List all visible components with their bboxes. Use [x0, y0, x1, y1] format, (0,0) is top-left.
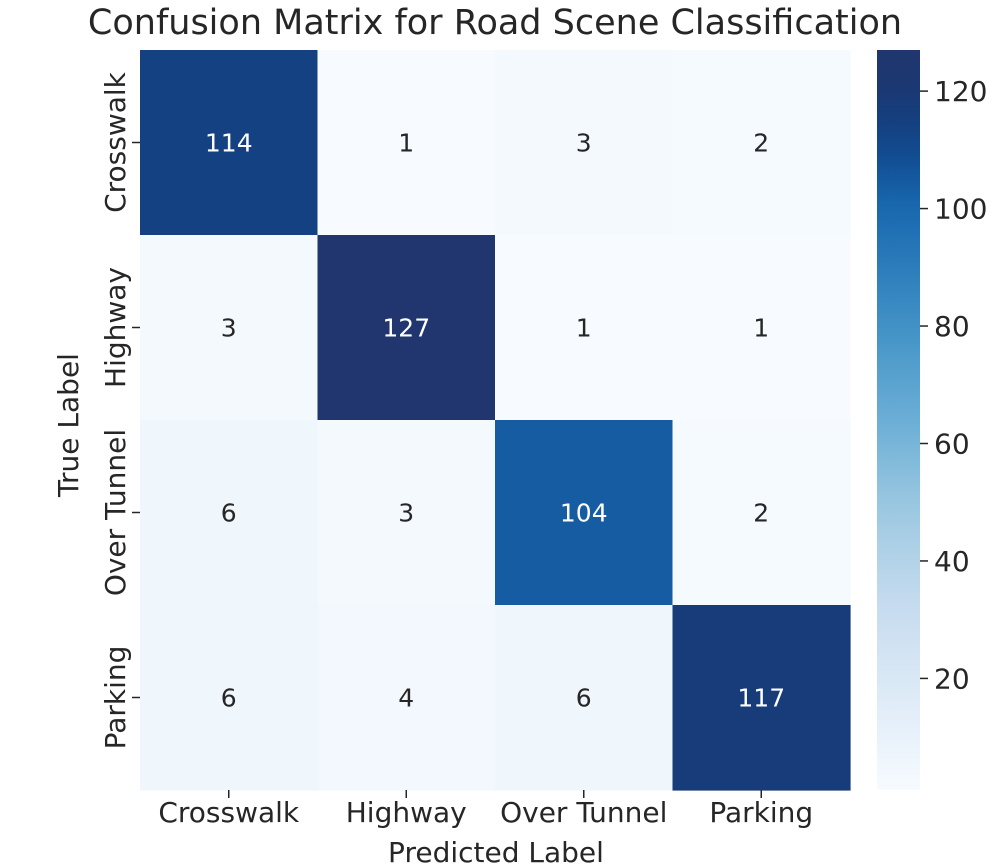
heatmap-cell-r3-c2	[495, 605, 674, 791]
cell-value-label: 127	[382, 314, 430, 343]
heatmap-cells	[140, 50, 851, 791]
heatmap-cell-r2-c3	[672, 420, 851, 606]
heatmap-cell-r1-c1	[317, 235, 496, 421]
cell-value-label: 6	[221, 499, 237, 528]
colorbar-tick-label: 60	[934, 427, 970, 460]
cell-value-label: 6	[221, 684, 237, 713]
heatmap-cell-r3-c0	[140, 605, 319, 791]
heatmap-cell-r2-c0	[140, 420, 319, 606]
colorbar-tick-label: 20	[934, 662, 970, 695]
heatmap-cell-r0-c1	[317, 50, 496, 236]
x-tick-label: Crosswalk	[158, 796, 300, 829]
y-tick-label: Over Tunnel	[99, 429, 132, 596]
heatmap-cell-r0-c2	[495, 50, 674, 236]
cell-value-label: 117	[737, 684, 785, 713]
x-axis-label: Predicted Label	[388, 836, 604, 868]
cell-value-label: 3	[221, 314, 237, 343]
x-tick-label: Highway	[346, 796, 467, 829]
colorbar-tick-label: 120	[934, 75, 987, 108]
y-tick-label: Highway	[99, 267, 132, 388]
cell-value-label: 3	[576, 129, 592, 158]
heatmap-cell-r2-c2	[495, 420, 674, 606]
cell-value-label: 2	[753, 129, 769, 158]
cell-value-label: 1	[753, 314, 769, 343]
cell-value-label: 2	[753, 499, 769, 528]
y-tick-label: Parking	[99, 646, 132, 750]
heatmap-cell-r1-c0	[140, 235, 319, 421]
cell-value-label: 1	[398, 129, 414, 158]
cell-value-label: 114	[205, 129, 253, 158]
colorbar-gradient	[877, 50, 920, 790]
cell-value-label: 6	[576, 684, 592, 713]
heatmap-cell-r0-c0	[140, 50, 319, 236]
heatmap-cell-r1-c2	[495, 235, 674, 421]
y-axis-label: True Label	[52, 353, 85, 498]
colorbar-tick-label: 40	[934, 545, 970, 578]
cell-value-label: 3	[398, 499, 414, 528]
heatmap-cell-r3-c1	[317, 605, 496, 791]
colorbar-ticks: 20 40 60 80 100 120	[920, 75, 987, 695]
x-tick-label: Over Tunnel	[500, 796, 667, 829]
colorbar-tick-label: 80	[934, 310, 970, 343]
cell-value-label: 4	[398, 684, 414, 713]
x-tick-label: Parking	[709, 796, 813, 829]
colorbar-tick-label: 100	[934, 193, 987, 226]
colorbar: 20 40 60 80 100 120	[877, 50, 987, 790]
heatmap-cell-r1-c3	[672, 235, 851, 421]
heatmap-cell-r2-c1	[317, 420, 496, 606]
heatmap-cell-r0-c3	[672, 50, 851, 236]
chart-title: Confusion Matrix for Road Scene Classifi…	[88, 3, 902, 43]
x-axis: Crosswalk Highway Over Tunnel Parking	[158, 790, 813, 829]
heatmap-cell-r3-c3	[672, 605, 851, 791]
cell-value-label: 104	[560, 499, 608, 528]
cell-value-label: 1	[576, 314, 592, 343]
y-tick-label: Crosswalk	[99, 71, 132, 213]
heatmap-cell-labels: 114 1 3 2 3 127 1 1 6 3 104 2 6 4 6 117	[205, 129, 785, 713]
